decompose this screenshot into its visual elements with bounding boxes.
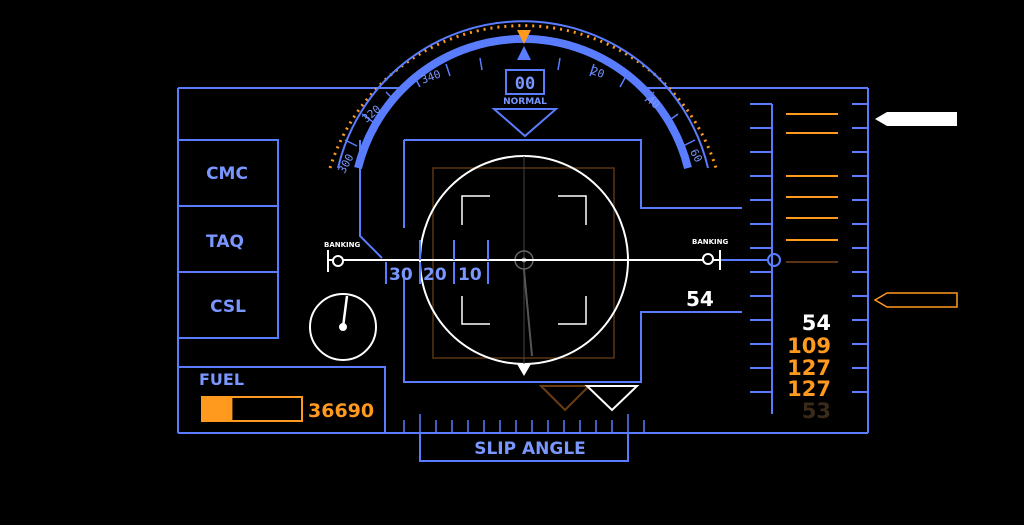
compass-dotted-arc bbox=[328, 24, 718, 169]
slip-marker-orange bbox=[538, 385, 592, 412]
taq-button[interactable]: TAQ bbox=[206, 232, 244, 252]
csl-button[interactable]: CSL bbox=[210, 297, 246, 317]
stack-value-1: 54 bbox=[802, 311, 831, 335]
fuel-label: FUEL bbox=[199, 370, 244, 389]
banking-right-label: BANKING bbox=[692, 238, 728, 246]
banking-right-knob[interactable] bbox=[702, 253, 714, 265]
compass-label-20: 20 bbox=[589, 64, 606, 81]
cmc-button[interactable]: CMC bbox=[206, 164, 248, 184]
bottom-pointer bbox=[517, 364, 531, 376]
compass-label-340: 340 bbox=[419, 68, 442, 87]
compass-label-300: 300 bbox=[336, 152, 357, 176]
mini-gauge-dial bbox=[309, 293, 377, 361]
center-frame bbox=[359, 139, 740, 383]
slip-marker-white bbox=[584, 385, 640, 412]
attitude-indicator bbox=[419, 155, 629, 376]
heading-value: 00 bbox=[515, 74, 535, 94]
fuel-bar-track bbox=[201, 396, 303, 422]
systems-frame bbox=[177, 139, 279, 339]
heading-pointer bbox=[491, 108, 559, 138]
mini-gauge-needle bbox=[341, 295, 349, 328]
stack-value-3: 127 bbox=[787, 356, 831, 380]
compass-label-60: 60 bbox=[687, 147, 705, 165]
ladder-orange-bars bbox=[786, 113, 838, 241]
heading-marker-orange bbox=[517, 30, 531, 44]
banking-left-label: BANKING bbox=[324, 241, 360, 249]
heading-box bbox=[505, 69, 545, 95]
banking-end-knob[interactable] bbox=[767, 253, 781, 267]
systems-panel: CMC TAQ CSL bbox=[177, 139, 279, 339]
altitude-readout: 54 bbox=[686, 287, 714, 311]
stack-value-4: 127 bbox=[787, 377, 831, 401]
fuel-bar-fill bbox=[203, 398, 233, 420]
stack-value-5: 53 bbox=[802, 399, 831, 423]
bank-scale-20: 20 bbox=[423, 265, 447, 285]
slip-angle-scale: SLIP ANGLE bbox=[403, 385, 645, 462]
bank-scale-ticks bbox=[385, 240, 489, 284]
fuel-value: 36690 bbox=[308, 400, 374, 422]
fuel-panel: FUEL 36690 bbox=[178, 366, 386, 433]
right-pointer-orange bbox=[873, 292, 958, 308]
altitude-ladder: 54 bbox=[686, 103, 868, 414]
value-stack: 54 109 127 127 53 bbox=[787, 311, 831, 423]
center-dotted-lines bbox=[684, 207, 742, 313]
stack-value-2: 109 bbox=[787, 334, 831, 358]
bank-scale-10: 10 bbox=[458, 265, 482, 285]
target-brackets bbox=[461, 195, 587, 325]
banking-left-knob[interactable] bbox=[332, 255, 344, 267]
compass-ticks bbox=[344, 57, 696, 147]
slip-angle-box bbox=[419, 432, 629, 462]
banking-indicator: BANKING BANKING 30 20 10 bbox=[324, 238, 781, 285]
heading-marker-blue bbox=[517, 46, 531, 60]
heading-compass: 300 320 340 20 40 60 00 NORMAL bbox=[328, 20, 718, 176]
heading-mode: NORMAL bbox=[503, 97, 547, 107]
compass-inner-arc bbox=[337, 20, 709, 169]
mini-gauge bbox=[309, 293, 377, 361]
slip-angle-label: SLIP ANGLE bbox=[474, 439, 586, 459]
bank-scale-30: 30 bbox=[389, 265, 413, 285]
right-pointer-white bbox=[875, 112, 957, 126]
